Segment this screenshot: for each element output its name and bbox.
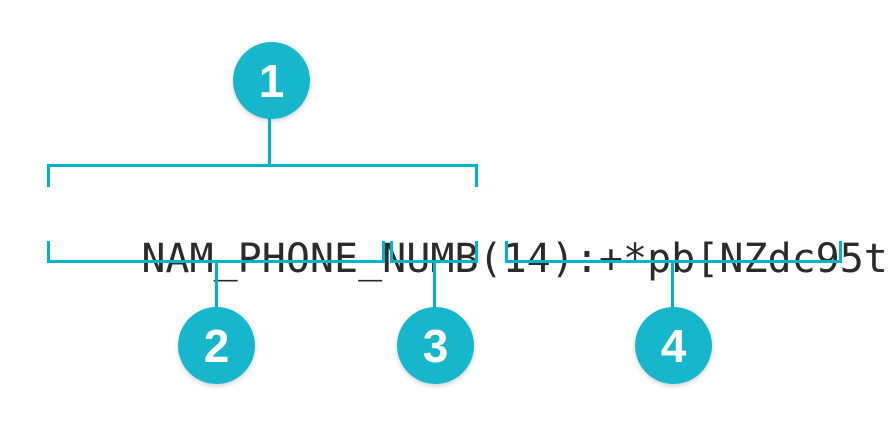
token-name-text: NAM_PHONE_NUMB [141, 236, 479, 282]
bracket-full-token-prefix [47, 164, 478, 187]
bracket-token-name [47, 241, 385, 263]
callout-circle-2: 2 [178, 307, 255, 384]
token-length-text: (14) [478, 236, 575, 282]
bracket-token-value [505, 241, 842, 263]
callout-circle-4: 4 [635, 307, 712, 384]
callout-number-3: 3 [422, 319, 449, 372]
callout-4-connector-line [671, 263, 674, 308]
callout-number-2: 2 [203, 319, 230, 372]
callout-circle-3: 3 [397, 307, 474, 384]
callout-number-4: 4 [660, 319, 687, 372]
callout-1-connector-line [268, 117, 271, 164]
callout-circle-1: 1 [233, 42, 310, 119]
callout-3-connector-line [433, 263, 436, 308]
callout-2-connector-line [215, 263, 218, 308]
bracket-token-length [390, 241, 478, 263]
token-separator-text: : [574, 236, 599, 282]
callout-number-1: 1 [258, 54, 285, 107]
